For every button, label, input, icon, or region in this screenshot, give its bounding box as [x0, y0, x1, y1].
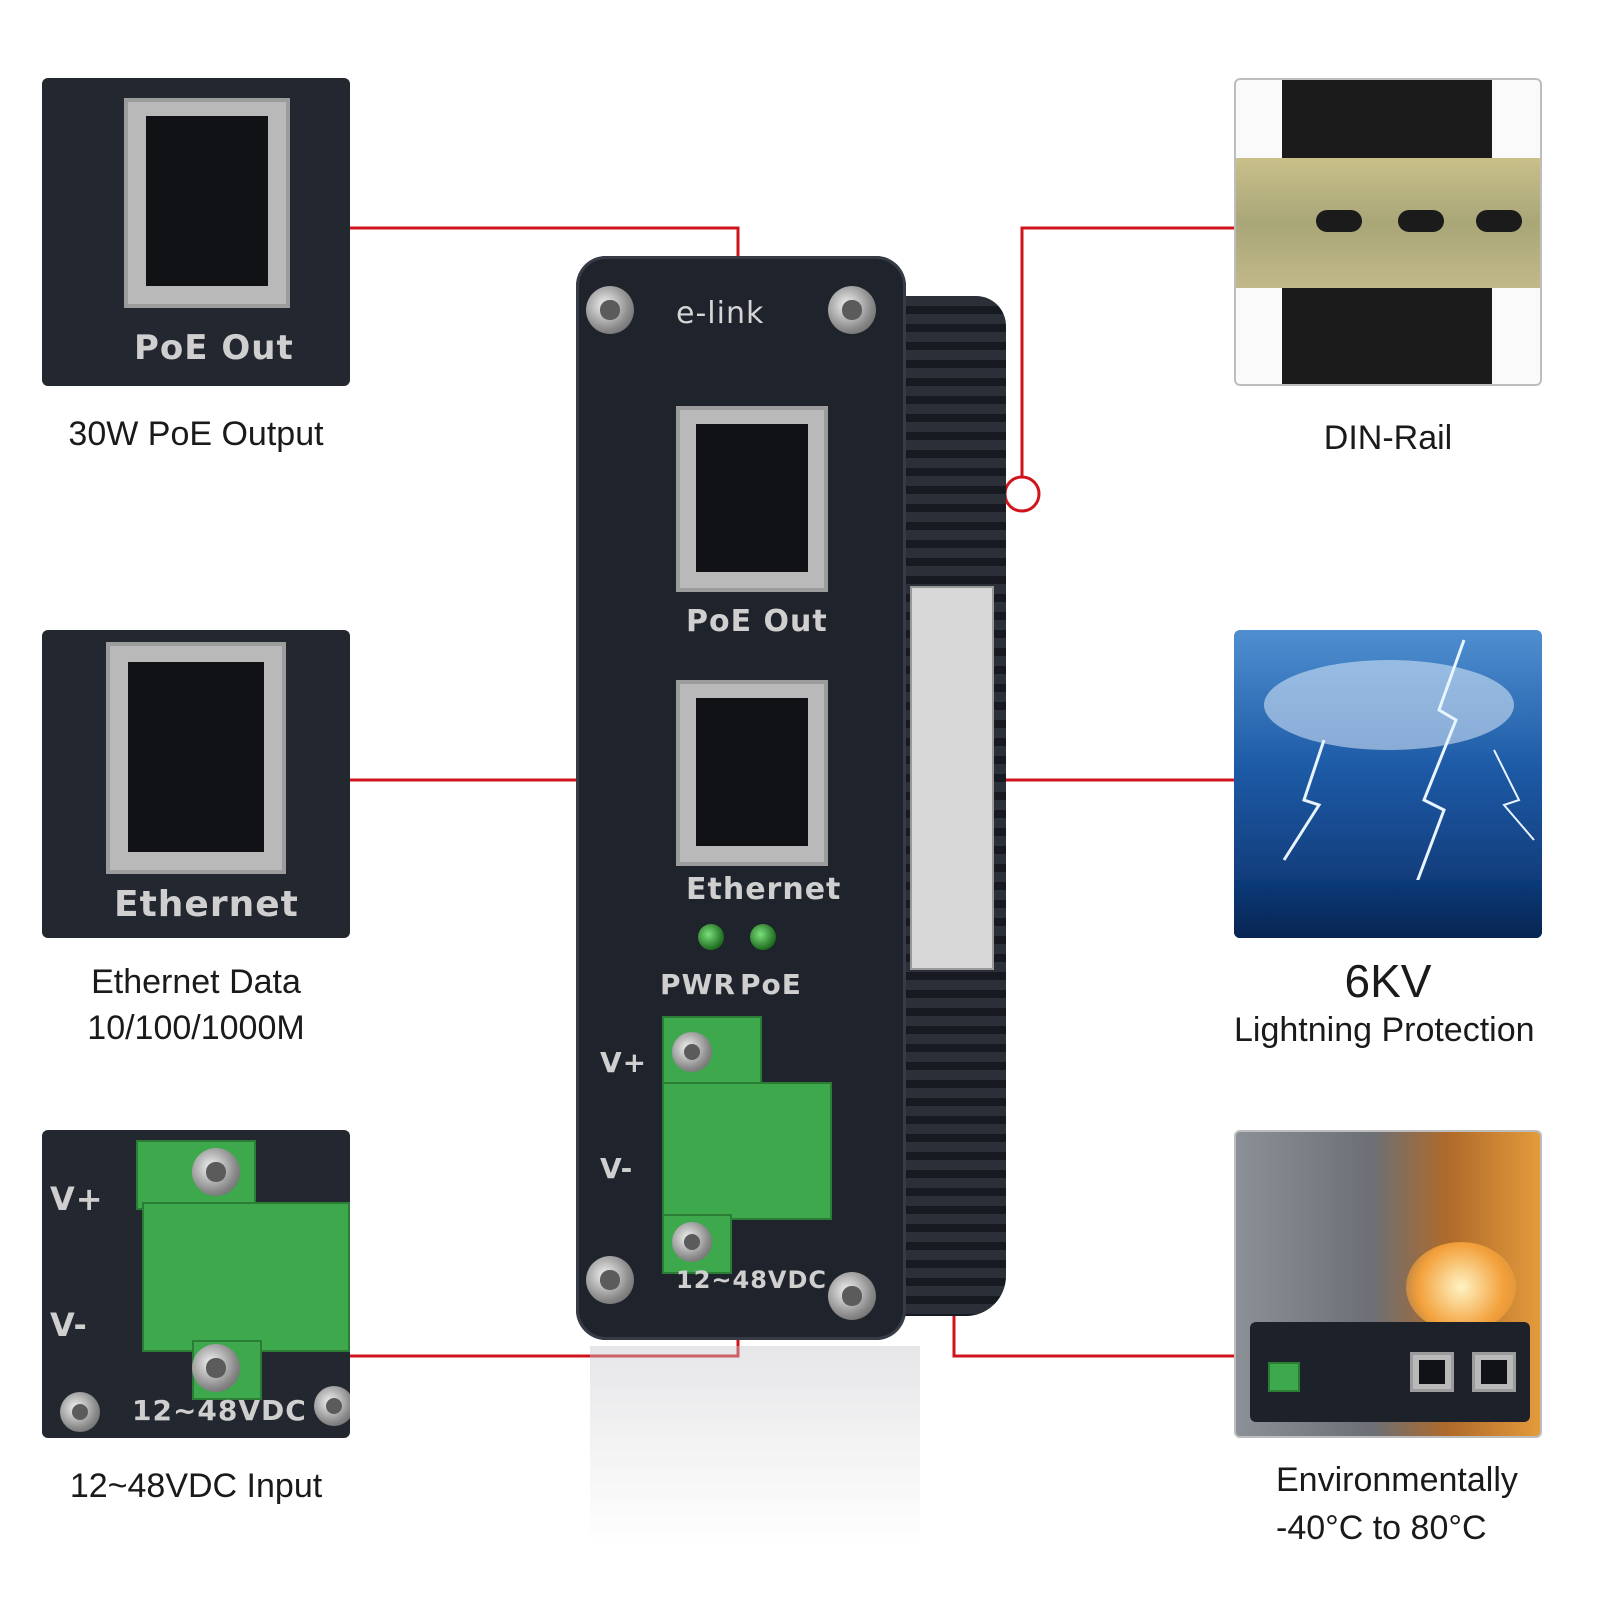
device-front-face: e-link PoE Out Ethernet PWR PoE V+ V- 12…: [576, 256, 906, 1340]
vplus-panel-label: V+: [50, 1180, 104, 1218]
screw-icon: [828, 286, 876, 334]
voltage-label: 12~48VDC: [676, 1266, 828, 1294]
power-terminal-closeup-panel: V+ V- 12~48VDC: [42, 1130, 350, 1438]
device-side-label: [910, 586, 994, 970]
screw-icon: [586, 1256, 634, 1304]
lightning-caption: Lightning Protection: [1234, 1011, 1535, 1049]
screw-icon: [828, 1272, 876, 1320]
ethernet-caption-line2: 10/100/1000M: [87, 1009, 305, 1047]
screw-icon: [192, 1148, 240, 1196]
screw-icon: [60, 1392, 100, 1432]
brand-logo: e-link: [676, 296, 765, 331]
poe-out-panel-label: PoE Out: [134, 328, 294, 368]
vminus-panel-label: V-: [50, 1306, 88, 1344]
ethernet-caption-line1: Ethernet Data: [91, 963, 301, 1001]
vminus-label: V-: [600, 1152, 634, 1185]
ethernet-port-label: Ethernet: [686, 872, 842, 907]
environment-caption-line1: Environmentally: [1276, 1461, 1518, 1499]
voltage-panel-label: 12~48VDC: [132, 1394, 307, 1427]
screw-icon: [192, 1344, 240, 1392]
rj45-port-icon: [124, 98, 290, 308]
poe-injector-device: e-link PoE Out Ethernet PWR PoE V+ V- 12…: [576, 256, 1016, 1346]
terminal-screw-icon[interactable]: [672, 1032, 712, 1072]
lightning-icon: [1282, 639, 1535, 891]
terminal-screw-icon[interactable]: [672, 1222, 712, 1262]
din-rail-caption: DIN-Rail: [1323, 419, 1453, 457]
rj45-port-icon: [106, 642, 286, 874]
poe-led: [750, 924, 776, 950]
poe-out-closeup-panel: PoE Out: [42, 78, 350, 386]
environment-photo-panel: [1234, 1130, 1542, 1438]
screw-icon: [314, 1386, 350, 1426]
poe-out-port-label: PoE Out: [686, 604, 828, 639]
callout-din-rail-line: [1020, 226, 1234, 476]
power-input-caption: 12~48VDC Input: [69, 1467, 323, 1505]
vplus-label: V+: [600, 1046, 648, 1079]
din-rail-photo-panel: [1234, 78, 1542, 386]
din-rail-icon: [1236, 158, 1540, 288]
lightning-photo-panel: [1234, 630, 1542, 938]
screw-icon: [586, 286, 634, 334]
ethernet-port[interactable]: [676, 680, 828, 866]
pwr-led: [698, 924, 724, 950]
device-reflection: [590, 1346, 920, 1546]
poe-out-port[interactable]: [676, 406, 828, 592]
poe-output-caption: 30W PoE Output: [68, 415, 324, 453]
lightning-kv-caption: 6KV: [1344, 955, 1432, 1007]
ethernet-closeup-panel: Ethernet: [42, 630, 350, 938]
poe-led-label: PoE: [740, 968, 802, 1001]
pwr-led-label: PWR: [660, 968, 736, 1001]
ethernet-panel-label: Ethernet: [114, 884, 299, 925]
device-thumbnail: [1250, 1322, 1530, 1422]
environment-caption-line2: -40°C to 80°C: [1276, 1509, 1487, 1547]
